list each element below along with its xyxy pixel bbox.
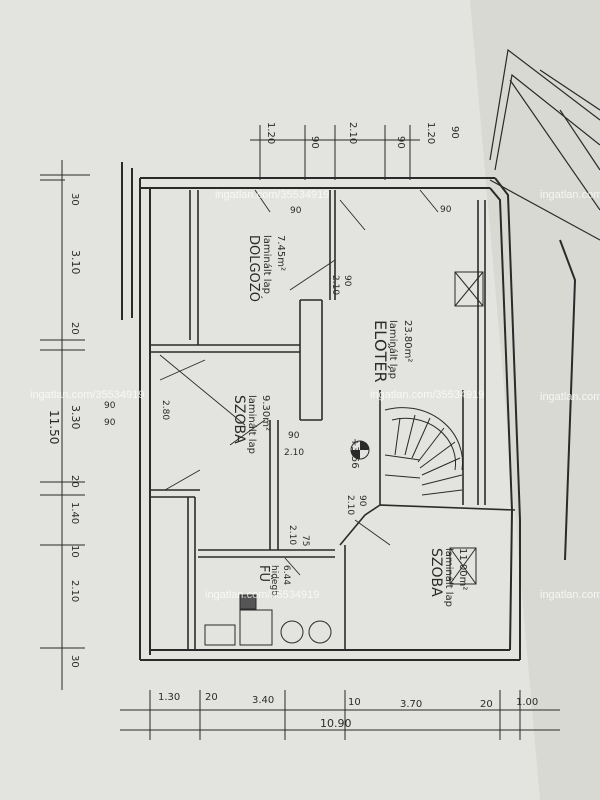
door-label-1: 2.10 — [330, 275, 340, 295]
door-label-5: 2.10 — [345, 495, 355, 515]
room-right-name: SZOBA — [428, 548, 444, 597]
roof-drawing — [489, 48, 600, 241]
door-swings — [159, 189, 439, 576]
room-hall-area: 23.80m² — [402, 320, 413, 362]
watermark: ingatlan.com/35534919 — [205, 589, 319, 601]
room-right-floor: laminált lap — [443, 548, 455, 607]
door-label-7: 2.10 — [287, 525, 297, 545]
dim-left-6: 10 — [69, 545, 80, 558]
dim-left-8: 30 — [69, 655, 80, 668]
door-label-12: 90 — [104, 418, 116, 428]
dim-top-1: 90 — [309, 136, 320, 149]
paper-shadow — [470, 0, 600, 800]
watermark: ingatlan.com/35534919 — [370, 389, 484, 401]
dim-top-4: 1.20 — [425, 122, 436, 144]
room-office-label: DOLGOZÓ laminált lap 7.45m² — [246, 235, 286, 302]
dimension-lines — [40, 125, 560, 740]
bathroom-fixtures — [204, 594, 332, 646]
watermarks: ingatlan.com/35534919 ingatlan.com/35534… — [30, 189, 600, 601]
door-label-9: 90 — [290, 206, 302, 216]
room-right-label: SZOBA laminált lap 11.00m² — [428, 548, 468, 607]
dim-bottom-4: 3.70 — [400, 699, 422, 710]
door-label-6: 75 — [300, 535, 310, 546]
room-office-floor: laminált lap — [261, 235, 273, 294]
watermark: ingatlan.com/35534919 — [540, 391, 600, 403]
dim-left-1: 3.10 — [69, 250, 82, 275]
room-office-area: 7.45m² — [275, 235, 286, 271]
dim-bottom-total: 10.90 — [320, 717, 352, 730]
watermark: ingatlan.com/35534919 — [540, 589, 600, 601]
dim-left-7: 2.10 — [69, 580, 80, 602]
dims-left: 30 3.10 20 3.30 20 1.40 10 2.10 30 11.50 — [47, 193, 82, 668]
level-mark: +3.56 — [349, 438, 370, 469]
dim-top-5: 90 — [449, 126, 460, 139]
dim-top-3: 90 — [395, 136, 406, 149]
door-label-2: 90 — [288, 431, 300, 441]
chimney-marks — [449, 271, 484, 585]
room-left-name: SZOBA — [231, 395, 247, 444]
room-bath-floor: hidegb. — [269, 565, 279, 599]
door-labels: 90 2.10 90 2.10 90 2.10 75 2.10 90 90 2.… — [104, 205, 452, 546]
watermark: ingatlan.com/35534919 — [30, 389, 144, 401]
room-left-floor: laminált lap — [246, 395, 258, 454]
room-hall-label: ELŐTÉR laminált lap 23.80m² — [371, 320, 413, 383]
dim-top-0: 1.20 — [265, 122, 276, 144]
watermark: ingatlan.com/35534919 — [215, 189, 329, 201]
room-office-name: DOLGOZÓ — [246, 235, 262, 302]
dim-bottom-5: 20 — [480, 699, 493, 710]
dim-left-0: 30 — [69, 193, 80, 206]
dim-bottom-1: 20 — [205, 692, 218, 703]
dim-left-5: 1.40 — [69, 502, 80, 524]
dims-top: 1.20 90 2.10 90 1.20 90 — [265, 122, 460, 149]
dim-left-3: 3.30 — [69, 405, 82, 430]
staircase — [384, 407, 464, 496]
dims-bottom: 1.30 20 3.40 10 3.70 20 1.00 10.90 — [158, 692, 538, 730]
room-bath-area: 6.44 — [281, 565, 291, 585]
interior-walls — [150, 190, 516, 650]
room-right-area: 11.00m² — [457, 548, 468, 590]
outer-walls — [121, 162, 577, 661]
watermark: ingatlan.com/35534919 — [540, 189, 600, 201]
dim-top-2: 2.10 — [347, 122, 358, 144]
room-hall-name: ELŐTÉR — [371, 320, 391, 383]
room-left-label: SZOBA laminált lap 9.30m² — [231, 395, 271, 454]
door-label-11: 90 — [104, 401, 116, 411]
dim-bottom-3: 10 — [348, 697, 361, 708]
door-label-10: 2.80 — [160, 400, 170, 420]
room-bath-label: FÜ hidegb. 6.44 — [256, 565, 291, 599]
door-label-4: 90 — [357, 495, 367, 507]
dim-bottom-0: 1.30 — [158, 692, 180, 703]
room-hall-floor: laminált lap — [387, 320, 399, 379]
door-label-3: 2.10 — [284, 448, 304, 458]
room-bath-name: FÜ — [256, 565, 273, 582]
level-mark-text: +3.56 — [349, 438, 360, 469]
dim-left-total: 11.50 — [47, 410, 61, 444]
door-label-8: 90 — [440, 205, 452, 215]
dim-left-4: 20 — [69, 475, 80, 488]
room-left-area: 9.30m² — [260, 395, 271, 431]
dim-bottom-6: 1.00 — [516, 697, 538, 708]
dim-bottom-2: 3.40 — [252, 695, 274, 706]
dim-left-2: 20 — [69, 322, 80, 335]
door-label-0: 90 — [342, 275, 352, 287]
